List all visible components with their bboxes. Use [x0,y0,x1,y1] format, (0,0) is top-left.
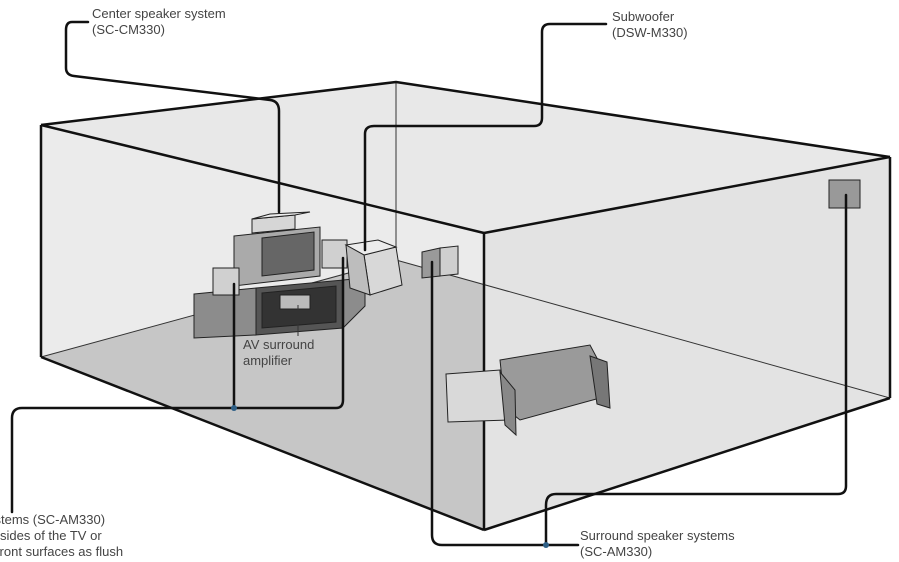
surround-left-speaker [421,245,459,279]
subwoofer-callout-line [363,22,608,252]
room-right-wall [484,157,890,530]
room-back-wall [41,82,890,233]
front-speakers-label-line2: sides of the TV or [0,528,102,543]
front-speakers-label-line3: r front surfaces as flush [0,544,124,559]
tv-rack [193,277,366,339]
surround-right-speaker [828,179,861,209]
surround-callout-line [430,260,580,547]
television [233,226,321,287]
subwoofer-label-line2: (DSW-M330) [612,25,688,40]
subwoofer-label-line1: Subwoofer [612,9,675,24]
room-box [39,80,892,532]
surround-speakers-label-line1: Surround speaker systems [580,528,735,543]
surround-speakers-label-line2: (SC-AM330) [580,544,653,559]
amplifier-label-line2: amplifier [243,353,293,368]
center-callout-line [64,20,281,214]
front-callout-line [10,256,345,514]
surround-cable-junction [543,542,549,548]
amplifier-label-line1: AV surround [243,337,315,352]
center-speaker-label-line1: Center speaker system [92,6,226,21]
front-speakers-label-line1: ystems (SC-AM330) [0,512,106,527]
callout-lines [10,20,848,547]
front-speakers-label: ystems (SC-AM330) sides of the TV or r f… [0,512,123,560]
sofa [445,344,611,437]
center-speaker-label-line2: (SC-CM330) [92,22,165,37]
center-speaker-label: Center speaker system (SC-CM330) [92,6,226,38]
surround-speakers-label: Surround speaker systems (SC-AM330) [580,528,735,560]
front-cable-junction [231,405,237,411]
subwoofer-label: Subwoofer (DSW-M330) [612,9,688,41]
amplifier-label: AV surround amplifier [243,337,314,369]
surround-callout-line-right [544,193,848,547]
center-speaker [251,211,311,234]
subwoofer [344,239,403,296]
